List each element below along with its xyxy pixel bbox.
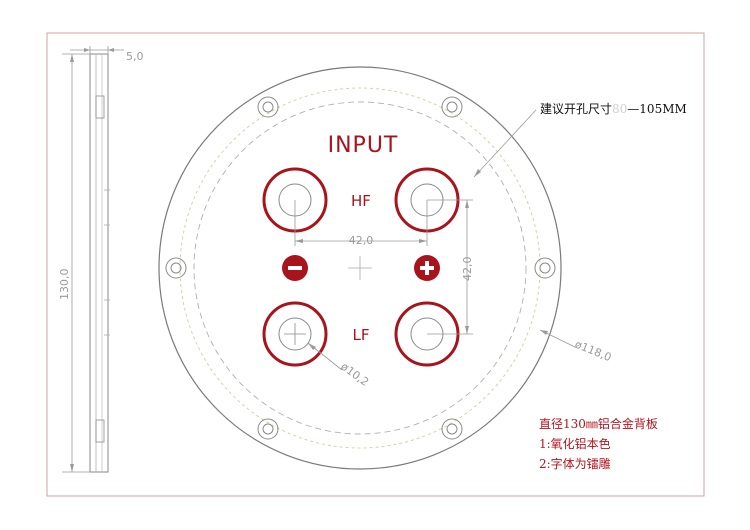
side-screw-top	[95, 95, 105, 119]
mounting-screw-top-left	[257, 96, 279, 118]
hole-diameter-dimension: ø10,2	[338, 360, 371, 389]
hf-label: HF	[351, 192, 371, 210]
mounting-screw-bottom-right	[441, 418, 463, 440]
mounting-screw-top-right	[441, 96, 463, 118]
horizontal-spacing-dimension: 42,0	[349, 234, 374, 247]
side-profile	[89, 53, 109, 473]
drawing-frame	[46, 32, 705, 497]
mounting-screw-left	[165, 257, 187, 279]
spec-line-3: 2:字体为镭雕	[539, 456, 611, 471]
lf-label: LF	[353, 326, 370, 344]
input-label: INPUT	[328, 133, 399, 158]
plus-icon	[414, 255, 440, 281]
plate-outer-circle	[158, 66, 562, 470]
front-view: INPUT HF LF	[158, 66, 613, 470]
lf-left-terminal	[262, 301, 328, 367]
mounting-screw-right	[534, 257, 556, 279]
spec-line-1: 直径130㎜铝合金背板	[539, 416, 658, 431]
side-view: 5,0 130,0	[58, 46, 144, 473]
bolt-circle-dimension: ø118,0	[573, 338, 613, 364]
cutout-note: 建议开孔尺寸80—105MM	[540, 102, 687, 116]
mounting-screw-bottom-left	[257, 418, 279, 440]
vertical-spacing-dimension: 42,0	[461, 257, 474, 282]
cutout-note-leader	[473, 109, 537, 178]
cutout-circle	[193, 101, 527, 435]
spec-notes: 直径130㎜铝合金背板 1:氧化铝本色 2:字体为镭雕	[539, 416, 658, 471]
minus-icon	[282, 255, 308, 281]
thickness-dimension: 5,0	[126, 50, 144, 63]
spec-line-2: 1:氧化铝本色	[539, 436, 611, 451]
side-screw-bottom	[95, 419, 105, 443]
height-dimension: 130,0	[58, 269, 71, 301]
